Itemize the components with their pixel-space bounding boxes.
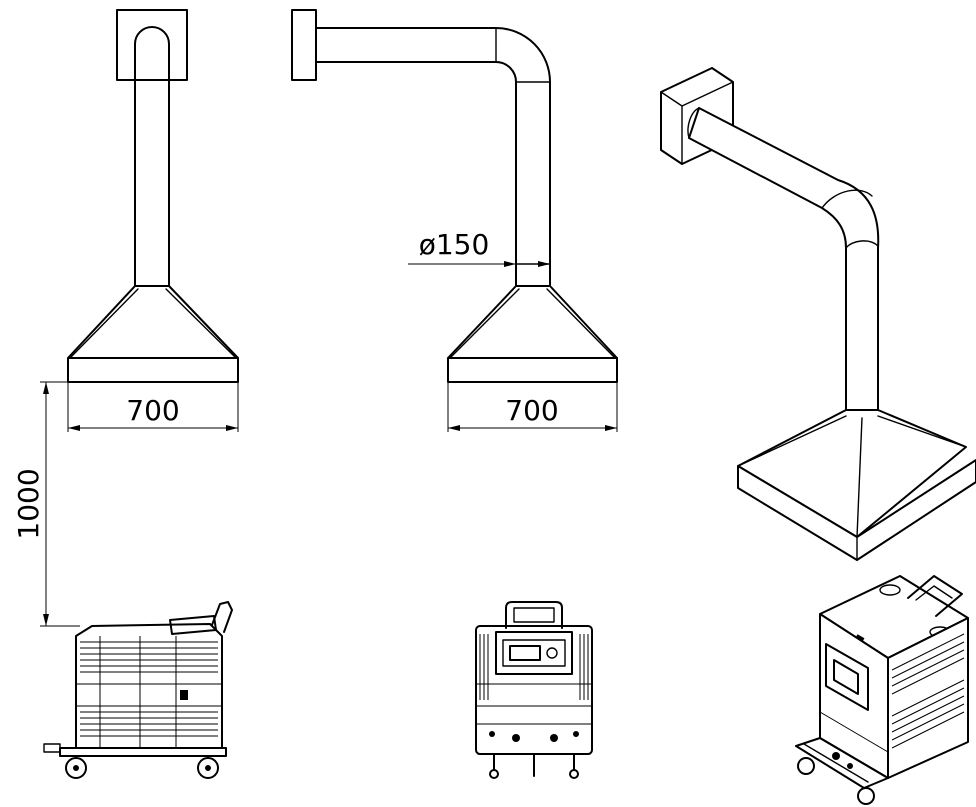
hood-rim-side — [447, 357, 618, 383]
width-dimension-side: 700 — [447, 382, 618, 432]
diameter-label: ø150 — [419, 228, 490, 261]
hood-funnel-iso — [737, 409, 967, 538]
side-width-label: 700 — [505, 394, 558, 427]
hood-funnel-front — [67, 285, 239, 359]
hood-front-view: 700 1000 — [12, 9, 239, 627]
width-dimension-front: 700 — [67, 382, 239, 432]
wheel-left-iso — [797, 757, 815, 775]
hood-rim-front — [67, 357, 239, 383]
hood-side-view: ø150 700 — [291, 9, 618, 432]
machine-side-view — [43, 601, 233, 779]
hood-funnel-side — [447, 285, 618, 359]
wheel-front-iso — [857, 787, 875, 805]
machine-front-view — [475, 601, 593, 779]
front-width-label: 700 — [126, 394, 179, 427]
duct-arm-iso — [688, 107, 880, 417]
hood-isometric-view — [660, 67, 976, 561]
machine-body-iso — [819, 613, 889, 779]
machine-body-side — [75, 623, 223, 749]
wall-plate-front — [116, 9, 188, 81]
height-label: 1000 — [12, 468, 45, 539]
duct-pipe-front — [134, 26, 170, 287]
machine-isometric-view — [795, 575, 969, 805]
wall-plate-side — [291, 9, 317, 81]
height-dimension: 1000 — [12, 381, 80, 627]
diameter-dimension: ø150 — [408, 228, 550, 267]
